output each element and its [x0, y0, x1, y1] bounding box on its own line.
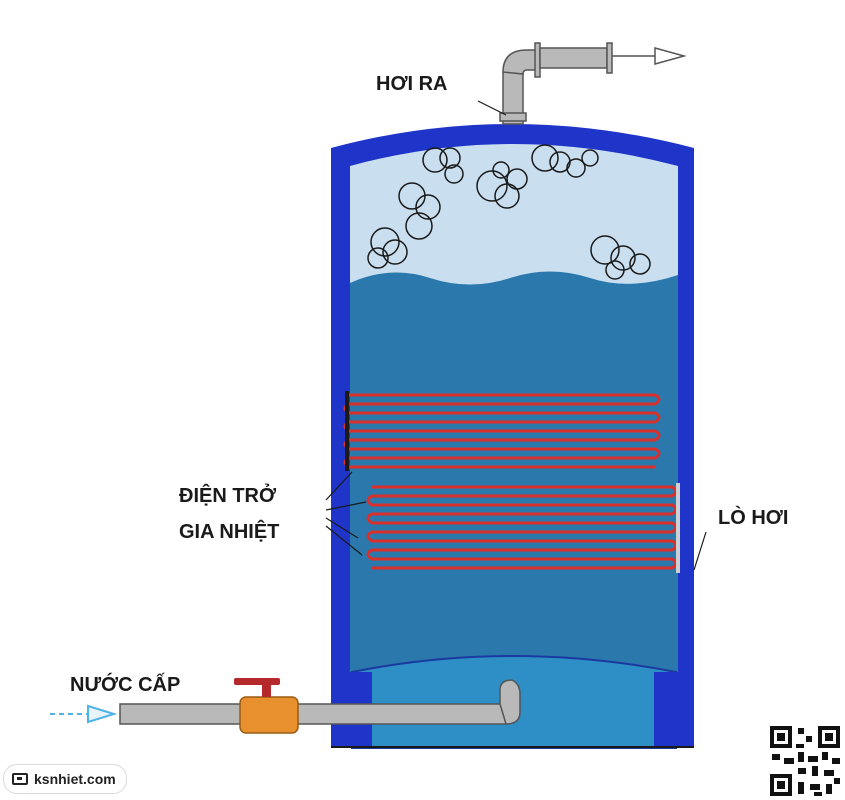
water-body	[350, 271, 678, 748]
label-boiler: LÒ HƠI	[718, 505, 788, 529]
heater-terminal-right	[676, 483, 680, 573]
label-steam-out: HƠI RA	[376, 73, 448, 95]
leader-lines	[325, 100, 707, 571]
site-credit-text: ksnhiet.com	[34, 771, 116, 787]
qr-code	[768, 724, 842, 798]
bottom-post-right	[654, 672, 678, 748]
steam-out-arrow	[612, 47, 687, 65]
camera-icon	[12, 773, 28, 785]
steam-bubbles	[367, 144, 651, 280]
steam-space	[350, 144, 678, 285]
label-heater-line2: GIA NHIỆT	[179, 519, 279, 543]
site-credit[interactable]: ksnhiet.com	[3, 764, 127, 794]
label-feed-water: NƯỚC CẤP	[70, 672, 180, 696]
label-heater-line1: ĐIỆN TRỞ	[179, 483, 277, 507]
feed-water-pipe	[119, 679, 521, 725]
heater-terminal-left	[345, 391, 349, 471]
steam-outlet-pipe	[499, 42, 613, 125]
feed-water-arrow	[50, 704, 118, 724]
feed-water-valve	[234, 678, 299, 734]
